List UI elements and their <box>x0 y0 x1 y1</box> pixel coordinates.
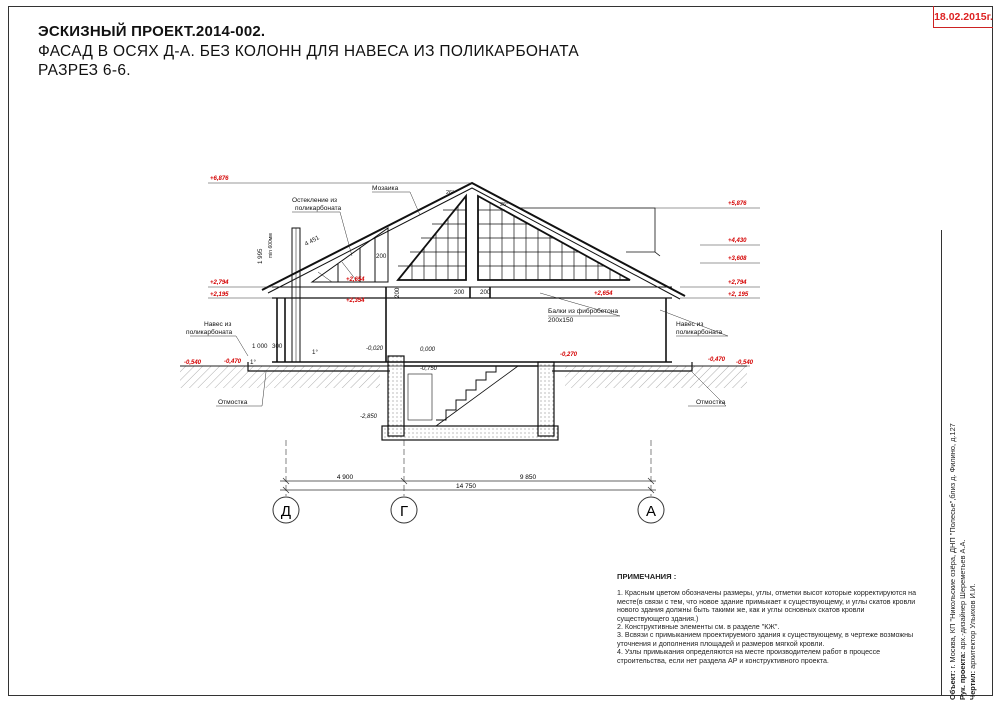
object-label: Объект: <box>948 670 957 701</box>
elev-left-0540: -0,540 <box>184 360 202 366</box>
elev-right-3608: +3,608 <box>728 256 747 262</box>
side-divider <box>941 230 942 696</box>
elev-right-0470: -0,470 <box>708 357 726 363</box>
label-beams: Балки из фибробетона <box>548 307 618 315</box>
elev-inner-0750: -0,750 <box>420 366 438 372</box>
basement <box>381 355 559 441</box>
label-glazing-2: поликарбоната <box>295 204 342 212</box>
dim-200-v: 200 <box>394 287 401 298</box>
object-value: г. Москва, КП "Никольские озёра, ДНП "По… <box>948 423 957 671</box>
label-canopy-right-2: поликарбоната <box>676 328 723 336</box>
note-2: 2. Конструктивные элементы см. в разделе… <box>617 623 780 632</box>
drafter-value: архитектор Ульихов И.И. <box>968 583 977 671</box>
lead-line: Рук. проекта: арх.-дизайнер Шереметьев А… <box>958 423 968 700</box>
elev-inner-2654a: +2,654 <box>346 277 365 283</box>
elev-inner-2354: +2,354 <box>346 298 365 304</box>
angle-2: 26° <box>500 202 508 208</box>
note-3: 3. Всвязи с примыканием проектируемого з… <box>617 631 914 648</box>
elev-right-5876: +5,876 <box>728 201 747 207</box>
slope-1: 1° <box>312 349 318 356</box>
notes-heading: ПРИМЕЧАНИЯ : <box>617 572 677 581</box>
blind-area <box>247 362 693 372</box>
mosaic-glazing <box>396 193 631 281</box>
title-strip: Объект: г. Москва, КП "Никольские озёра,… <box>948 423 978 700</box>
elev-right-2195: +2, 195 <box>728 292 749 298</box>
dim-1995: 1 995 <box>257 248 264 264</box>
label-canopy-left-2: поликарбоната <box>186 328 233 336</box>
dim-4451: 4 451 <box>304 234 321 248</box>
dim-1000: 1 000 <box>252 343 268 350</box>
label-canopy-left: Навес из <box>204 321 231 328</box>
angle-1: 26° <box>446 190 454 196</box>
dim-200-a: 200 <box>376 253 387 260</box>
label-glazing: Остекление из <box>292 197 337 204</box>
axis-label-d: Д <box>281 503 291 520</box>
object-line: Объект: г. Москва, КП "Никольские озёра,… <box>948 423 958 700</box>
leader-lines <box>190 191 729 407</box>
dim-300: 300 <box>272 343 283 350</box>
left-elevation-lines <box>180 182 472 367</box>
label-blind-left: Отмостка <box>218 399 248 406</box>
left-glazing <box>310 227 389 283</box>
right-elevation-lines <box>620 207 760 367</box>
label-blind-right: Отмостка <box>696 399 726 406</box>
label-beams-size: 200х150 <box>548 317 574 324</box>
elev-inner-0270: -0,270 <box>560 352 578 358</box>
elev-inner-0000: 0,000 <box>420 347 436 353</box>
notes-block: ПРИМЕЧАНИЯ : 1. Красным цветом обозначен… <box>617 572 917 665</box>
drafter-line: Чертил: архитектор Ульихов И.И. <box>968 423 978 700</box>
elev-right-2794: +2,794 <box>728 280 747 286</box>
lead-value: арх.-дизайнер Шереметьев А.А. <box>958 539 967 652</box>
slope-2: 1° <box>250 359 256 366</box>
chimney <box>291 227 301 363</box>
facade-title: ФАСАД В ОСЯХ Д-А. БЕЗ КОЛОНН ДЛЯ НАВЕСА … <box>38 43 579 60</box>
drafter-label: Чертил: <box>968 670 977 700</box>
elev-left-6876: +6,876 <box>210 176 229 182</box>
building-walls <box>272 286 672 367</box>
dim-14750: 14 750 <box>456 483 476 490</box>
label-canopy-right: Навес из <box>676 321 703 328</box>
dim-4900: 4 900 <box>337 474 354 481</box>
dim-min600: min 600мм <box>268 233 274 258</box>
drawing-frame <box>8 6 993 696</box>
title-block: ЭСКИЗНЫЙ ПРОЕКТ.2014-002. ФАСАД В ОСЯХ Д… <box>38 23 579 80</box>
elev-inner-2654b: +2,654 <box>594 291 613 297</box>
elev-inner-2850: -2,850 <box>360 414 378 420</box>
bottom-dimensions <box>280 477 656 494</box>
elev-left-2794: +2,794 <box>210 280 229 286</box>
project-title: ЭСКИЗНЫЙ ПРОЕКТ.2014-002. <box>38 23 266 40</box>
elev-right-4430: +4,430 <box>728 238 747 244</box>
elev-right-0540: -0,540 <box>736 360 754 366</box>
elev-left-0470: -0,470 <box>224 359 242 365</box>
ground-hatch <box>180 365 747 388</box>
note-4: 4. Узлы примыкания определяются на месте… <box>617 648 881 665</box>
note-1: 1. Красным цветом обозначены размеры, уг… <box>617 589 917 623</box>
label-mosaic: Мозаика <box>372 185 399 192</box>
dim-200-b: 200 <box>454 289 465 296</box>
axis-label-g: Г <box>400 503 408 520</box>
date-stamp: 18.02.2015г. <box>933 6 993 28</box>
axis-label-a: А <box>646 503 656 520</box>
elev-inner-0020: -0,020 <box>366 346 384 352</box>
lead-label: Рук. проекта: <box>958 651 967 700</box>
grid-axes <box>272 440 665 524</box>
elev-left-2195: +2,195 <box>210 292 229 298</box>
section-title: РАЗРЕЗ 6-6. <box>38 62 131 79</box>
dim-9850: 9 850 <box>520 474 537 481</box>
dim-200-c: 200 <box>480 289 491 296</box>
